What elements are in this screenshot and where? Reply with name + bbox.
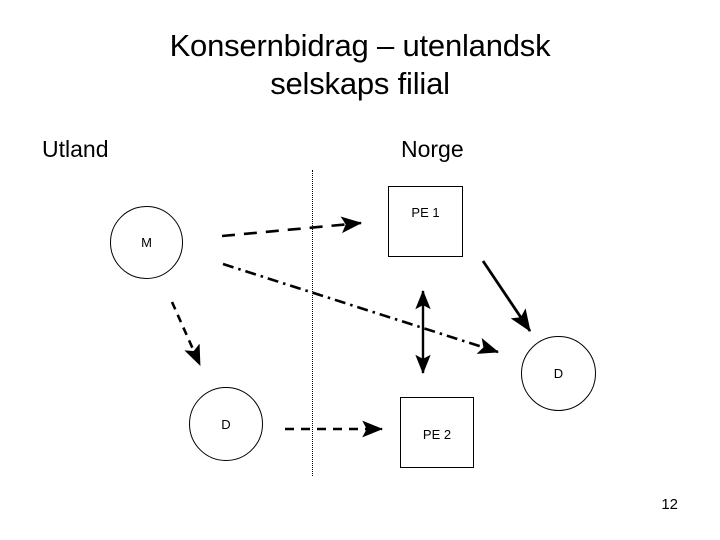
- connector-pe1-to-d-right: [481, 260, 532, 332]
- page-number: 12: [661, 496, 678, 513]
- node-m-circle[interactable]: [110, 206, 183, 279]
- country-border-divider: [312, 170, 313, 476]
- node-m-label: M: [141, 235, 152, 250]
- node-d-left-circle[interactable]: [189, 387, 263, 461]
- node-d-left-label: D: [221, 417, 231, 432]
- region-label-norge: Norge: [401, 136, 464, 162]
- page-title-line-1: Konsernbidrag – utenlandsk: [169, 28, 551, 63]
- node-pe2-box[interactable]: [400, 397, 474, 468]
- region-label-utland: Utland: [42, 136, 109, 162]
- page-title-line-2: selskaps filial: [270, 66, 450, 101]
- connector-m-to-pe1: [221, 216, 363, 238]
- node-pe1-box[interactable]: [388, 186, 463, 257]
- connector-m-to-d-left: [170, 301, 202, 366]
- connector-m-to-d-right: [222, 262, 499, 354]
- node-pe1-label: PE 1: [411, 205, 440, 220]
- page-title: Konsernbidrag – utenlandsk selskaps fili…: [40, 27, 680, 103]
- node-d-right-circle[interactable]: [521, 336, 596, 411]
- node-pe2-label: PE 2: [422, 427, 452, 442]
- node-d-right-label: D: [553, 366, 564, 381]
